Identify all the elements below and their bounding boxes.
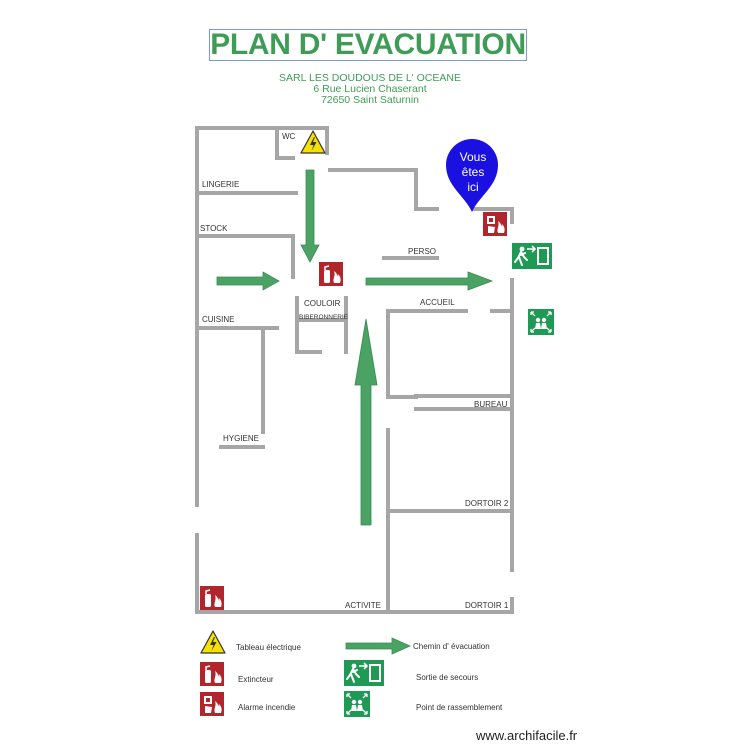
- location-pin-icon: [446, 139, 498, 212]
- arrow-down-corridor: [300, 169, 320, 263]
- room-label-dortoir-2: DORTOIR 2: [465, 499, 509, 508]
- room-label-dortoir-1: DORTOIR 1: [465, 601, 509, 610]
- company-info: SARL LES DOUDOUS DE L' OCEANE 6 Rue Luci…: [220, 73, 520, 106]
- company-city: 72650 Saint Saturnin: [320, 94, 420, 106]
- legend-label-alarm: Alarme incendie: [238, 703, 296, 712]
- room-label-accueil: ACCUEIL: [420, 298, 455, 307]
- legend-label-evacuation: Chemin d' évacuation: [413, 642, 490, 651]
- room-label-activite: ACTIVITE: [345, 601, 382, 610]
- room-label-stock: STOCK: [200, 224, 228, 233]
- company-address: 6 Rue Lucien Chaserant: [313, 83, 427, 95]
- arrow-right-main: [365, 271, 494, 291]
- arrow-up-main: [354, 318, 378, 526]
- emergency-exit-icon: [511, 242, 553, 270]
- watermark: www.archifacile.fr: [476, 728, 578, 743]
- assembly-point-icon: [527, 308, 555, 336]
- company-name: SARL LES DOUDOUS DE L' OCEANE: [279, 72, 461, 84]
- room-label-biberonnerie: BIBERONNERIE: [299, 314, 349, 321]
- fire-alarm-icon: [483, 212, 507, 236]
- legend-assembly-icon: [343, 690, 371, 718]
- legend-extinguisher-icon: [199, 661, 225, 687]
- legend-alarm-icon: [200, 692, 224, 716]
- room-label-perso: PERSO: [408, 247, 437, 256]
- you-are-here-label: Vous êtes ici: [450, 150, 496, 195]
- room-label-hygiene: HYGIENE: [223, 434, 260, 443]
- electrical-panel-icon: [300, 130, 326, 154]
- legend-label-exit: Sortie de secours: [416, 673, 479, 682]
- room-label-cuisine: CUISINE: [202, 315, 235, 324]
- room-label-couloir: COULOIR: [304, 299, 341, 308]
- legend-electrical-icon: [200, 630, 226, 654]
- legend-label-extinguisher: Extincteur: [238, 675, 274, 684]
- legend: [199, 630, 411, 718]
- legend-arrow-icon: [345, 637, 411, 655]
- walls: [195, 126, 514, 614]
- legend-exit-icon: [343, 659, 385, 687]
- room-label-lingerie: LINGERIE: [202, 180, 240, 189]
- marker-line-2: êtes: [461, 165, 485, 179]
- legend-label-assembly: Point de rassemblement: [416, 703, 503, 712]
- extinguisher-icon: [318, 261, 344, 287]
- page-title: PLAN D' EVACUATION: [209, 28, 527, 61]
- marker-line-1: Vous: [459, 150, 487, 164]
- legend-label-electrical: Tableau électrique: [236, 643, 301, 652]
- room-label-wc: WC: [282, 132, 296, 141]
- marker-line-3: ici: [467, 180, 479, 194]
- room-label-bureau: BUREAU: [474, 400, 508, 409]
- evacuation-arrows: [216, 169, 494, 526]
- arrow-right-west: [216, 271, 280, 291]
- extinguisher-icon: [199, 585, 225, 611]
